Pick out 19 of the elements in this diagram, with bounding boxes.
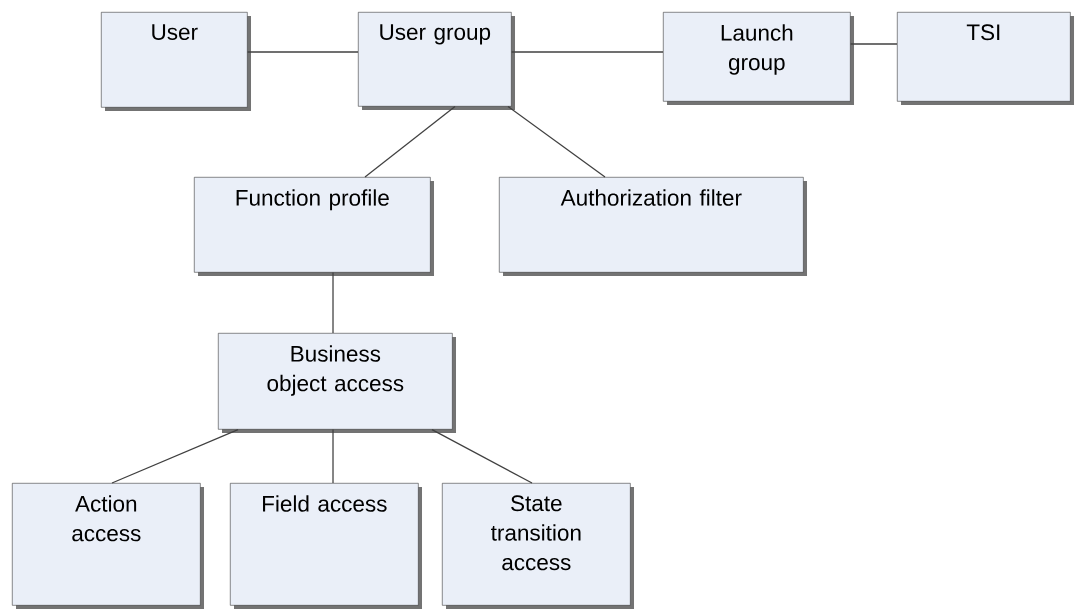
- process-box: Action access: [12, 483, 204, 609]
- process-box: User: [101, 12, 251, 111]
- connector: [332, 271, 334, 334]
- connector: [111, 428, 239, 484]
- connector: [431, 428, 533, 484]
- connector: [332, 428, 334, 484]
- connector: [510, 51, 664, 53]
- process-box: State transition access: [442, 483, 634, 609]
- connector: [507, 105, 606, 178]
- connector: [850, 43, 898, 45]
- process-box: Field access: [230, 483, 422, 609]
- process-box: Authorization filter: [499, 177, 807, 276]
- process-box: TSI: [897, 12, 1074, 105]
- process-box: Launch group: [663, 12, 854, 105]
- process-box: User group: [358, 12, 515, 110]
- process-box: Business object access: [218, 333, 456, 433]
- connector: [246, 51, 359, 53]
- process-box: Function profile: [194, 177, 434, 276]
- connector: [364, 105, 456, 178]
